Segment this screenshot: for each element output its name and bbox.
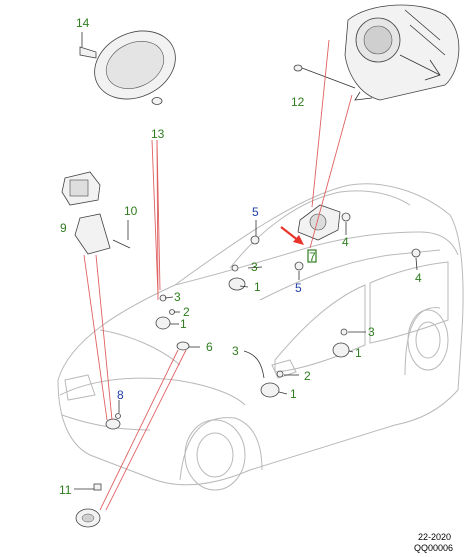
small-components (105, 212, 421, 430)
rear-speaker-assembly (344, 4, 460, 101)
clip-12 (293, 64, 356, 89)
callout-14: 14 (76, 16, 90, 30)
sounder-bracket-assembly (61, 171, 131, 255)
callout-2-left: 2 (183, 305, 190, 319)
callout-5-center: 5 (295, 281, 302, 295)
callout-1-left: 1 (180, 317, 187, 331)
callout-1-front-door: 1 (290, 387, 297, 401)
vehicle-outline (57, 183, 464, 491)
callout-8: 8 (117, 388, 124, 402)
callout-2-front-door: 2 (304, 369, 311, 383)
callout-13: 13 (151, 127, 165, 141)
front-door-speaker-assembly (79, 30, 176, 105)
callout-5-roof: 5 (252, 205, 259, 219)
callout-1-rear-door: 1 (355, 346, 362, 360)
callout-3-rear-door: 3 (368, 325, 375, 339)
callout-1-dash: 1 (254, 280, 261, 294)
callout-3-front-door: 3 (232, 344, 239, 358)
footer-date: 22-2020 (418, 532, 451, 542)
horn-assembly (74, 483, 102, 528)
callout-9: 9 (60, 221, 67, 235)
roof-module (297, 204, 341, 263)
callout-labels: 14 13 12 9 10 5 7 4 3 1 5 4 3 2 1 6 3 1 … (59, 16, 422, 497)
red-arrow (280, 226, 304, 245)
callout-11: 11 (59, 483, 72, 497)
red-leader-lines (83, 39, 353, 511)
callout-12: 12 (291, 95, 305, 109)
footer-code: QQ00006 (414, 543, 453, 553)
callout-6: 6 (206, 340, 213, 354)
callout-3-left: 3 (174, 290, 181, 304)
callout-10: 10 (124, 204, 138, 218)
highlight-box-7 (307, 249, 317, 263)
callout-4-roof: 4 (342, 235, 349, 249)
callout-4-rear: 4 (415, 271, 422, 285)
callout-7: 7 (309, 250, 316, 264)
callout-3-dash: 3 (251, 260, 258, 274)
